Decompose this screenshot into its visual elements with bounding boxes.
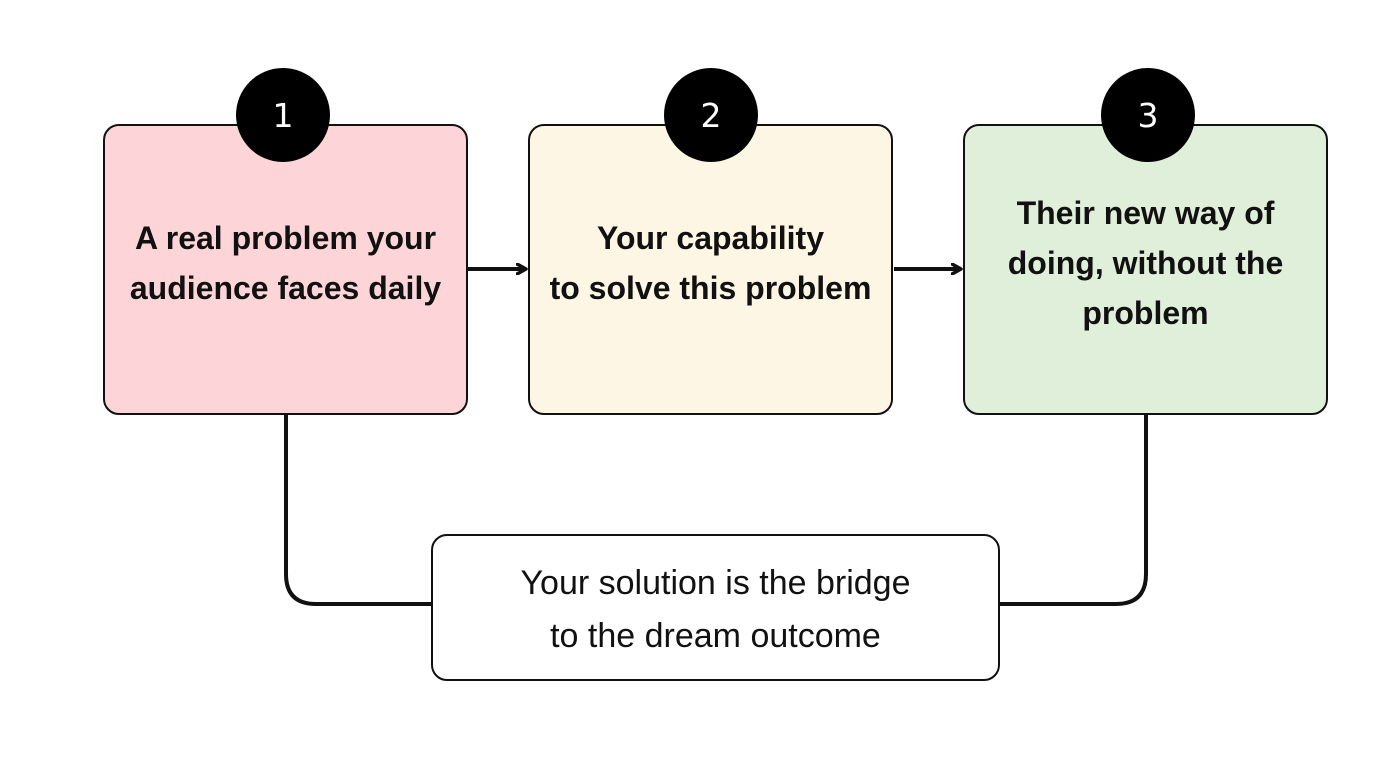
step-box-1: A real problem your audience faces daily <box>103 124 468 415</box>
connector-left <box>284 415 431 606</box>
step-3-line-2: doing, without the <box>1007 244 1284 281</box>
bridge-line-2: to the dream outcome <box>550 616 881 655</box>
bridge-box: Your solution is the bridge to the dream… <box>431 534 1000 681</box>
step-3-label: Their new way of doing, without the prob… <box>1004 188 1287 338</box>
step-1-label: A real problem your audience faces daily <box>126 213 445 313</box>
step-box-3: Their new way of doing, without the prob… <box>963 124 1328 415</box>
step-1-line-1: A real problem your <box>134 219 437 256</box>
connector-right <box>1000 415 1148 606</box>
step-2-line-2: to solve this problem <box>549 269 872 306</box>
step-box-2: Your capability to solve this problem <box>528 124 893 415</box>
step-3-line-1: Their new way of <box>1016 194 1275 231</box>
step-number-badge-3: 3 <box>1101 68 1195 162</box>
step-3-line-3: problem <box>1082 294 1209 331</box>
bridge-label: Your solution is the bridge to the dream… <box>520 557 910 663</box>
step-2-line-1: Your capability <box>596 219 824 256</box>
step-number-badge-1: 1 <box>236 68 330 162</box>
step-number-badge-2: 2 <box>664 68 758 162</box>
step-2-label: Your capability to solve this problem <box>546 213 876 313</box>
bridge-line-1: Your solution is the bridge <box>520 563 911 602</box>
step-1-line-2: audience faces daily <box>129 269 442 306</box>
